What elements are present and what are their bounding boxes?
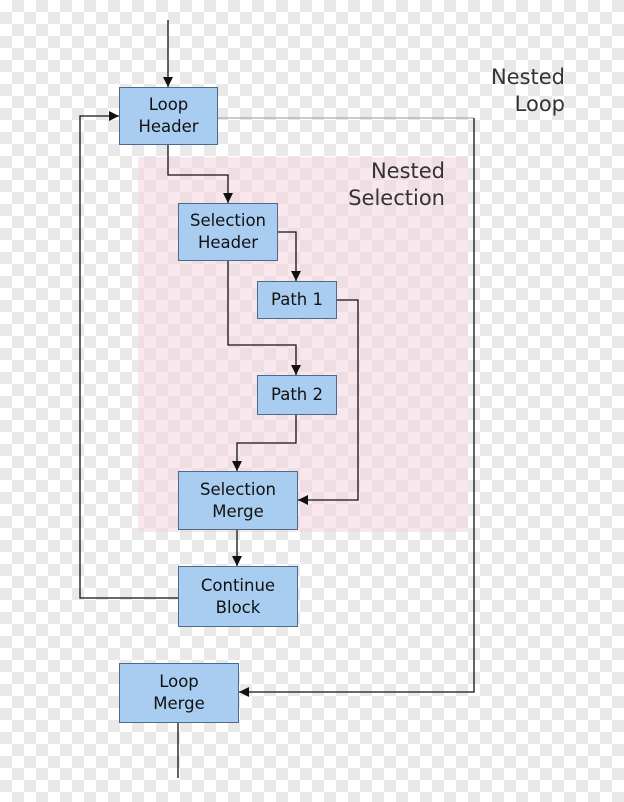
nested-selection-label: Nested Selection xyxy=(330,158,445,212)
continue-block-label: Continue Block xyxy=(200,575,276,617)
path2-label: Path 2 xyxy=(271,385,323,404)
loop-header-label: Loop Header xyxy=(138,95,199,136)
path1-node: Path 1 xyxy=(257,281,337,319)
selection-merge-node: Selection Merge xyxy=(178,471,298,530)
loop-header-node: Loop Header xyxy=(119,87,218,145)
selection-header-node: Selection Header xyxy=(178,203,278,261)
selection-header-label: Selection Header xyxy=(189,211,267,252)
nested-loop-label-line1: Nested Loop xyxy=(490,65,565,116)
nested-loop-label: Nested Loop xyxy=(470,64,565,118)
loop-merge-label: Loop Merge xyxy=(153,672,205,713)
edge-path2-to-selection-merge xyxy=(232,415,297,471)
selection-merge-label: Selection Merge xyxy=(199,479,277,521)
edge-selection-header-to-path1 xyxy=(278,231,301,281)
path2-node: Path 2 xyxy=(257,375,337,415)
edge-path1-to-selection-merge xyxy=(298,299,359,505)
edge-selection-header-to-path2 xyxy=(227,261,301,375)
path1-label: Path 1 xyxy=(271,290,323,309)
edge-loop-header-to-loop-merge xyxy=(239,118,475,697)
edge-loop-header-to-selection-header xyxy=(167,145,233,203)
edge-back-edge-to-loop-header xyxy=(79,111,178,599)
continue-block-node: Continue Block xyxy=(178,566,298,627)
nested-selection-label-text: Nested Selection xyxy=(348,159,445,210)
loop-merge-node: Loop Merge xyxy=(119,663,239,723)
